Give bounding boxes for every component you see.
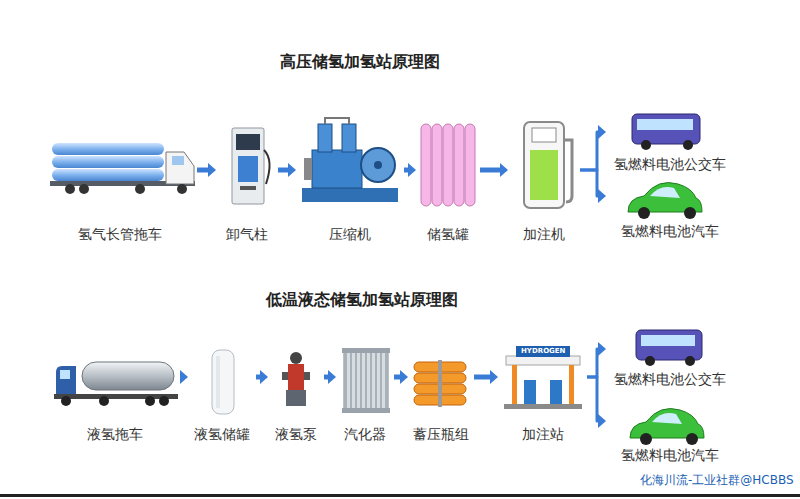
- flow-arrow: [394, 370, 408, 384]
- arrow-head: [598, 414, 606, 428]
- liquid-hydrogen-truck: [54, 362, 178, 406]
- fuel-cell-car: [630, 409, 704, 446]
- sign-text: HYDROGEN: [521, 347, 565, 356]
- flow-line: [278, 168, 289, 173]
- station-name: 加注站: [500, 425, 585, 443]
- station-name: 液氢泵: [270, 425, 322, 443]
- station-name: 液氢储罐: [190, 425, 254, 443]
- flow-line: [394, 375, 401, 380]
- station-name: 储氢罐: [418, 225, 478, 243]
- station-node: 加注站: [500, 330, 585, 443]
- flow-line: [197, 168, 209, 173]
- station-node: 氢燃料电池公交车: [608, 322, 732, 388]
- compressor: [302, 118, 398, 202]
- storage-tanks: [421, 124, 475, 206]
- flow-arrow: [278, 163, 296, 177]
- flow-line: [587, 377, 599, 421]
- arrow-head: [400, 370, 408, 384]
- dispenser: [524, 122, 572, 208]
- station-node: 加注机: [510, 115, 578, 243]
- section-title: 低温液态储氢加氢站原理图: [266, 291, 458, 309]
- flow-arrow: [324, 370, 336, 384]
- watermark: 化海川流-工业社群@HCBBS: [640, 473, 794, 487]
- station-name: 氢燃料电池公交车: [608, 370, 732, 388]
- fuel-cell-bus: [636, 330, 702, 366]
- flow-line: [474, 375, 491, 380]
- station-name: 蓄压瓶组: [410, 425, 472, 443]
- arrow-head: [598, 342, 606, 356]
- flow-arrow: [580, 125, 606, 170]
- arrow-head: [328, 370, 336, 384]
- arrow-head: [260, 370, 268, 384]
- station-node: 液氢拖车: [50, 330, 180, 443]
- arrow-head: [408, 163, 416, 177]
- arrow-head: [288, 163, 296, 177]
- flow-arrow: [480, 163, 508, 177]
- station-node: 氢燃料电池汽车: [608, 396, 732, 464]
- fuel-cell-car: [628, 183, 702, 220]
- flow-arrow: [587, 377, 606, 428]
- flow-line: [480, 168, 501, 173]
- station-node: 卸气柱: [218, 115, 276, 243]
- station-node: 氢燃料电池汽车: [608, 170, 732, 240]
- station-node: 氢气长管拖车: [45, 115, 195, 243]
- flow-arrow: [197, 163, 216, 177]
- vaporizer: [342, 348, 390, 413]
- flow-arrow: [256, 370, 268, 384]
- arrow-head: [500, 163, 508, 177]
- station-name: 氢燃料电池公交车: [608, 155, 732, 173]
- arrow-head: [490, 370, 498, 384]
- filling-station: [504, 346, 582, 409]
- station-name: 加注机: [510, 225, 578, 243]
- flow-line: [580, 132, 599, 170]
- cylinder-bank: [414, 360, 466, 407]
- flow-line: [587, 349, 599, 377]
- flow-arrow: [404, 163, 416, 177]
- station-name: 液氢拖车: [50, 425, 180, 443]
- bottom-rule: [0, 494, 800, 497]
- station-name: 氢燃料电池汽车: [608, 222, 732, 240]
- arrow-head: [208, 163, 216, 177]
- unloading-column: [232, 128, 270, 204]
- diagram-title: 高压储氢加氢站原理图: [280, 52, 440, 73]
- arrow-head: [598, 125, 606, 139]
- arrow-head: [598, 189, 606, 203]
- flow-arrow: [580, 170, 606, 203]
- station-node: 汽化器: [338, 330, 392, 443]
- station-node: 液氢泵: [270, 330, 322, 443]
- station-node: 储氢罐: [418, 115, 478, 243]
- station-node: 液氢储罐: [190, 330, 254, 443]
- arrow-head: [180, 370, 188, 384]
- tube-trailer: [50, 143, 195, 194]
- station-name: 氢燃料电池汽车: [608, 446, 732, 464]
- flow-arrow: [180, 370, 188, 384]
- station-node: 压缩机: [298, 115, 402, 243]
- liquid-hydrogen-pump: [282, 352, 310, 406]
- station-name: 压缩机: [298, 225, 402, 243]
- flow-arrow: [587, 342, 606, 377]
- fuel-cell-bus: [632, 114, 700, 150]
- station-node: 蓄压瓶组: [410, 330, 472, 443]
- station-name: 氢气长管拖车: [45, 225, 195, 243]
- flow-arrow: [474, 370, 498, 384]
- station-name: 卸气柱: [218, 225, 276, 243]
- liquid-hydrogen-tank: [212, 350, 234, 414]
- flow-line: [580, 170, 599, 196]
- station-name: 汽化器: [338, 425, 392, 443]
- station-node: 氢燃料电池公交车: [608, 108, 732, 173]
